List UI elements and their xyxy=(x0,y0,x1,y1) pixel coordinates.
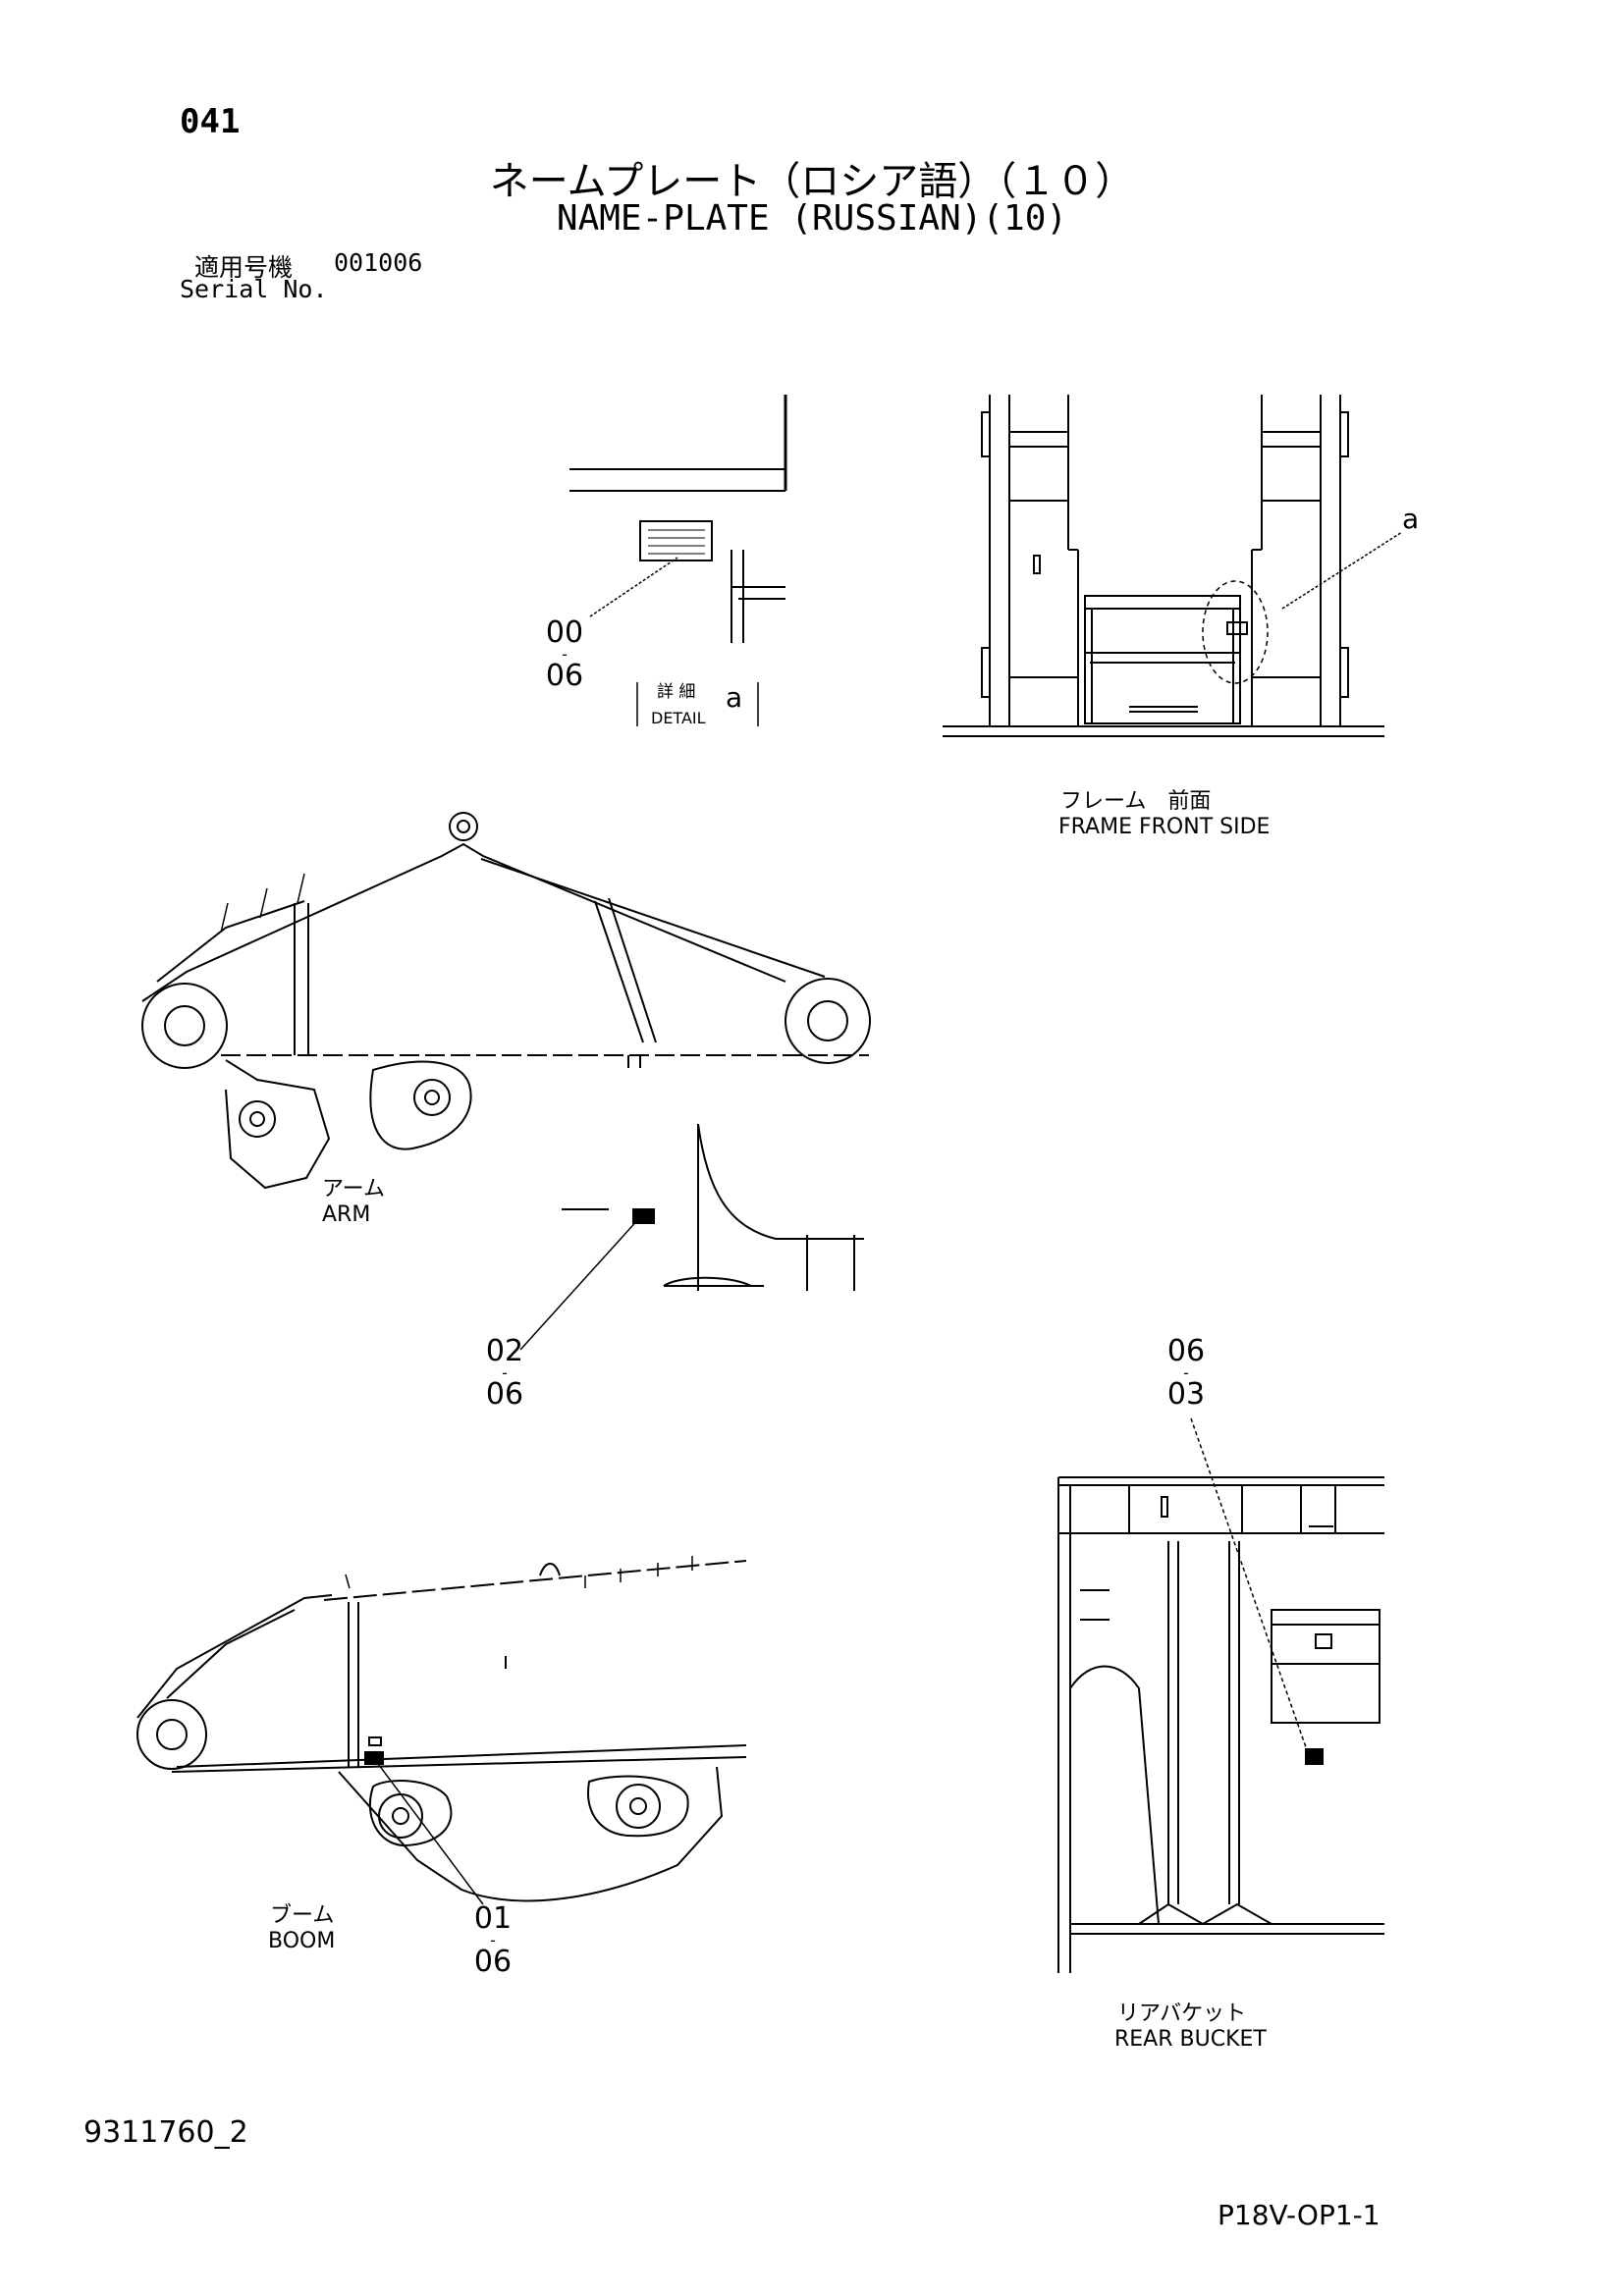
arm-view xyxy=(142,813,870,1350)
arm-part-ref: 02-06 xyxy=(485,1334,524,1412)
document-number: 9311760_2 xyxy=(83,2115,248,2150)
boom-view xyxy=(137,1556,746,1904)
title-japanese: ネームプレート（ロシア語）（１０） xyxy=(489,159,1135,204)
page-number: 041 xyxy=(180,102,241,141)
rear-bucket-part-ref: 06-03 xyxy=(1166,1334,1206,1412)
title-english: NAME-PLATE (RUSSIAN)(10) xyxy=(556,198,1068,239)
detail-part-ref: 00-06 xyxy=(545,615,584,693)
serial-value: 001006 xyxy=(334,248,423,277)
sheet-reference: P18V-OP1-1 xyxy=(1218,2199,1380,2231)
frame-label-japanese: フレーム 前面 xyxy=(1060,789,1212,814)
rear-bucket-label-japanese: リアバケット xyxy=(1117,2002,1247,2026)
arm-label-english: ARM xyxy=(322,1202,371,1227)
arm-label-japanese: アーム xyxy=(322,1177,386,1201)
detail-label-english: DETAIL xyxy=(651,709,706,727)
frame-label-english: FRAME FRONT SIDE xyxy=(1058,815,1271,839)
rear-bucket-view xyxy=(1058,1418,1384,1973)
boom-label-japanese: ブーム xyxy=(270,1903,335,1928)
boom-part-ref: 01-06 xyxy=(473,1901,513,1979)
nameplate-frame xyxy=(1227,622,1247,634)
boom-label-english: BOOM xyxy=(268,1929,336,1953)
nameplate-detail xyxy=(640,521,712,561)
frame-front-view xyxy=(943,395,1402,736)
detail-label-japanese: 詳 細 xyxy=(657,682,696,702)
detail-view xyxy=(569,395,785,726)
serial-label-english: Serial No. xyxy=(180,275,328,303)
serial-label-japanese: 適用号機 xyxy=(194,253,294,282)
detail-callout-circle xyxy=(1203,581,1268,683)
rear-bucket-label-english: REAR BUCKET xyxy=(1114,2027,1267,2052)
detail-letter: a xyxy=(726,681,743,714)
frame-callout-letter: a xyxy=(1402,503,1420,535)
nameplate-rear-bucket xyxy=(1306,1749,1323,1764)
